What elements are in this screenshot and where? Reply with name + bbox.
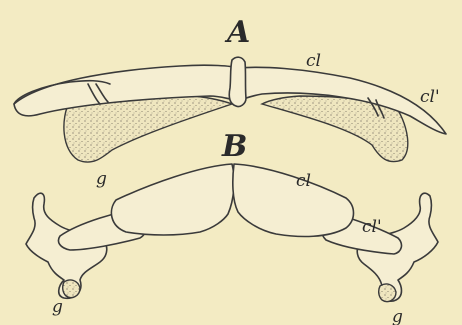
panel-b-left-plate (111, 164, 234, 235)
panel-a-central-knob (229, 57, 246, 106)
panel-a-label-g: g (96, 169, 107, 189)
panel-b-left-ossicle (63, 280, 80, 298)
panel-b-right-plate (233, 164, 354, 236)
panel-a-label-cl-prime: cl' (420, 87, 440, 107)
panel-b-label-cl: cl (296, 171, 311, 191)
panel-b-label-g-right: g (392, 307, 403, 325)
panel-b-label-g-left: g (52, 297, 63, 317)
panel-b-title: B (221, 129, 247, 164)
panel-b-label-cl-prime: cl' (362, 217, 382, 237)
panel-a-title: A (224, 15, 250, 50)
panel-b-right-ossicle (379, 284, 396, 302)
panel-a-label-cl: cl (306, 51, 321, 71)
